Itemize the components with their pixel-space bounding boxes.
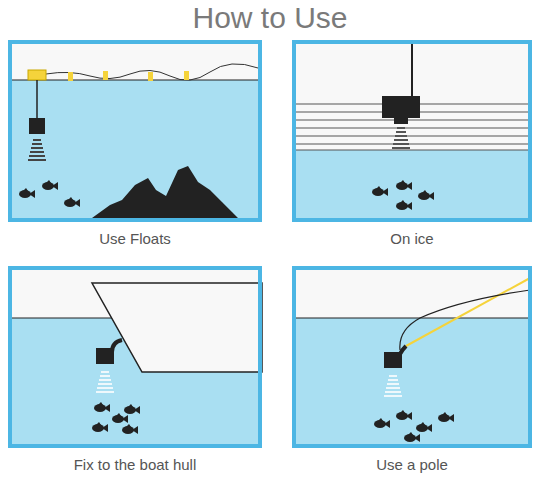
ice-scene [292, 40, 532, 222]
panel-caption: Fix to the boat hull [74, 456, 197, 473]
floats-scene [8, 40, 262, 222]
usage-panel: Use Floats [8, 40, 262, 222]
usage-panel: Fix to the boat hull [8, 266, 262, 448]
panel-caption: On ice [390, 230, 433, 247]
page-title: How to Use [0, 0, 540, 36]
pole-scene [292, 266, 532, 448]
boat-scene [8, 266, 262, 448]
panel-caption: Use a pole [376, 456, 448, 473]
usage-panel: On ice [292, 40, 532, 222]
usage-panel: Use a pole [292, 266, 532, 448]
panel-caption: Use Floats [99, 230, 171, 247]
